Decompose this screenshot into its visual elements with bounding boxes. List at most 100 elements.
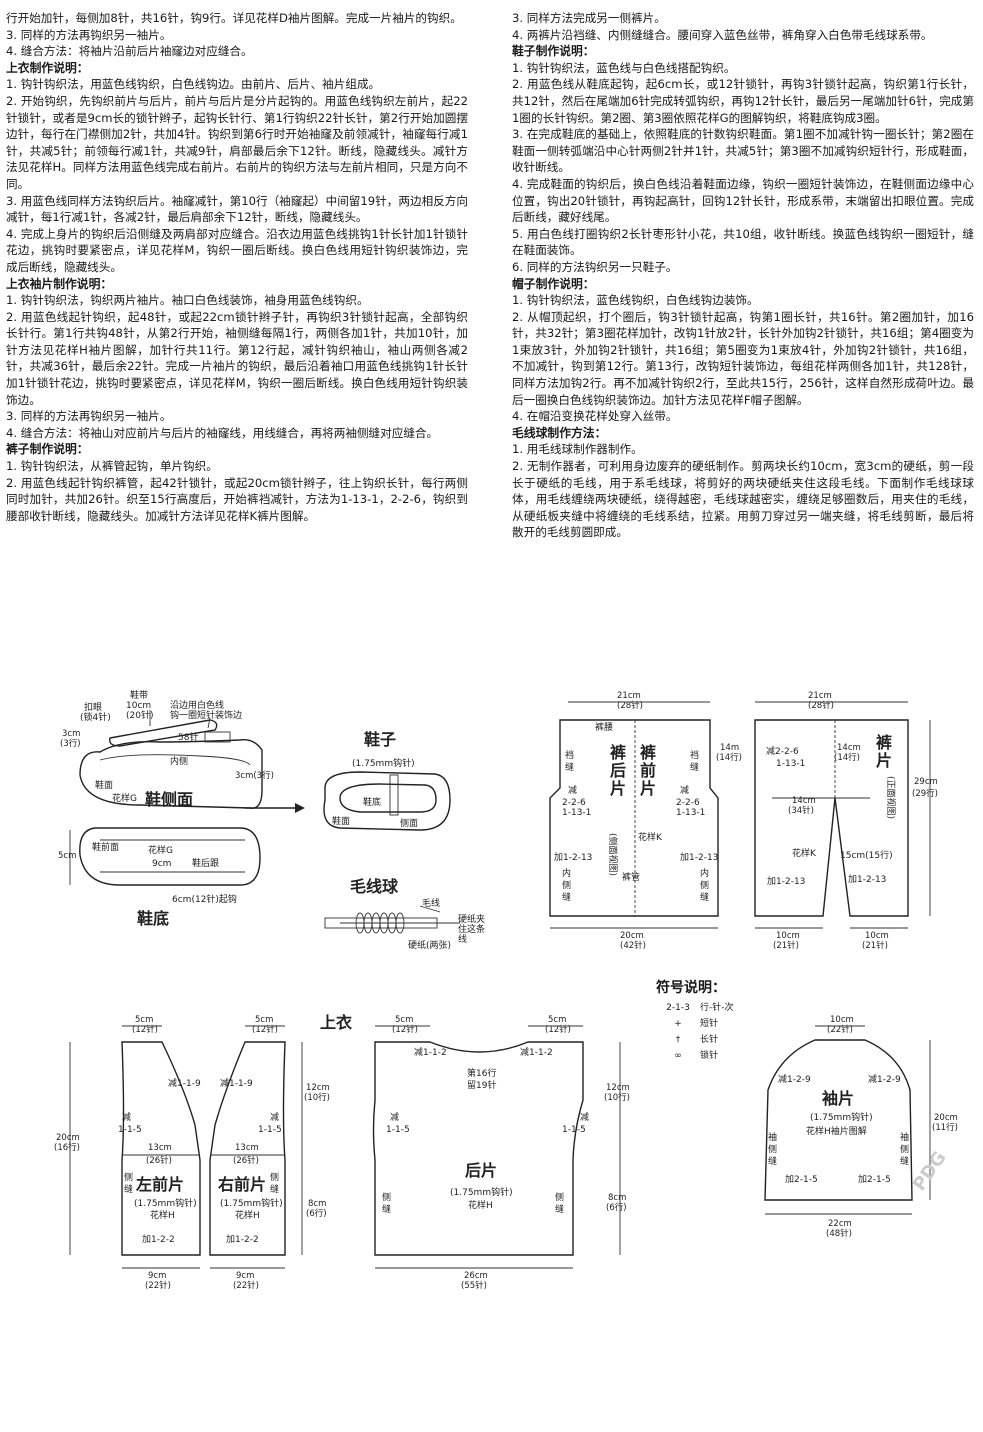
instruction-paragraph: 1. 钩针钩织法，蓝色线钩织，白色线钩边装饰。 <box>512 293 759 308</box>
pants2-mid-st: (34针) <box>788 805 814 816</box>
shoe-side-title: 鞋侧面 <box>145 790 193 809</box>
rf-bottom-st: (22针) <box>233 1280 259 1291</box>
pants-top-st: (28针) <box>617 700 643 711</box>
sleeve-top-st: (22针) <box>827 1024 853 1035</box>
pants2-h14-rows: (14行) <box>834 752 860 763</box>
sleeve-bottom-st: (48针) <box>826 1228 852 1239</box>
back-side-r1: 侧 <box>555 1191 564 1203</box>
pants2-h29: 29cm <box>914 777 938 787</box>
rf-w13s: (26针) <box>233 1155 259 1166</box>
legend-title: 符号说明： <box>656 980 726 996</box>
instruction-paragraph: 2. 无制作器者，可利用身边废弃的硬纸制作。剪两块长约10cm，宽3cm的硬纸，… <box>512 459 974 540</box>
pompom-card-2: 住这条 <box>458 923 485 935</box>
lf-w13: 13cm <box>148 1143 172 1153</box>
back-left-top-dim: 5cm <box>395 1015 413 1025</box>
pants-dec-a-r: 减 <box>680 784 689 796</box>
lf-dec115b: 1-1-5 <box>118 1125 142 1135</box>
pants2-bottom-left-dim: 10cm <box>776 931 800 941</box>
rf-dec119: 减1-1-9 <box>220 1077 253 1089</box>
pants-bottom-dim: 20cm <box>620 931 644 941</box>
legend-row: +短针 <box>656 1016 766 1032</box>
pants-front-title-2: 前 <box>640 761 656 780</box>
rf-bottom-dim: 9cm <box>236 1271 254 1281</box>
back-dec115a: 减 <box>390 1111 399 1123</box>
pants-dec-c: 1-13-1 <box>562 808 591 818</box>
back-dec115b: 1-1-5 <box>386 1125 410 1135</box>
pants-inc-left: 加1-2-13 <box>554 852 592 863</box>
rf-pattern: 花样H <box>235 1209 260 1221</box>
shoe-side-label: 侧面 <box>400 817 418 829</box>
pants-h14-rows: (14行) <box>716 752 742 763</box>
back-side-1: 侧 <box>382 1191 391 1203</box>
section-heading: 上衣袖片制作说明： <box>6 276 113 291</box>
pants2-front-view: (正面视图) <box>885 776 897 819</box>
sole-front-label: 鞋前面 <box>92 841 119 853</box>
back-dec-left: 减1-1-2 <box>414 1046 447 1058</box>
back-side-r2: 缝 <box>555 1203 564 1215</box>
instruction-paragraph: 行开始加针，每侧加8针，共16针，钩9行。详见花样D袖片图解。完成一片袖片的钩织… <box>6 11 462 25</box>
instruction-paragraph: 3. 同样的方法再钩织另一袖片。 <box>6 27 172 42</box>
shoe-strap-dim: 10cm <box>126 701 151 711</box>
pompom-card-1: 硬纸夹 <box>458 913 485 925</box>
pants-pattern-k: 花样K <box>638 831 663 843</box>
lf-bottom-st: (22针) <box>145 1280 171 1291</box>
back-side-2: 缝 <box>382 1203 391 1215</box>
legend-row: †长针 <box>656 1032 766 1048</box>
sleeve-seam-l2: 侧 <box>768 1143 777 1155</box>
section-heading: 毛线球制作方法： <box>512 425 607 440</box>
legend-text: 锁针 <box>700 1051 719 1061</box>
top-title: 上衣 <box>320 1013 352 1032</box>
sleeve-diagram: 10cm (22针) 减1-2-9 减1-2-9 袖片 (1.75mm钩针) 花… <box>764 1015 958 1239</box>
pants2-bottom-right-dim: 10cm <box>865 931 889 941</box>
shoe-sole-label: 鞋底 <box>363 796 381 808</box>
instruction-paragraph: 2. 用蓝色线起针钩织，起48针，或起22cm锁针辫子针，再钩织3针锁针起高，全… <box>6 309 468 407</box>
instructions-left-column: 行开始加针，每侧加8针，共16针，钩9行。详见花样D袖片图解。完成一片袖片的钩织… <box>6 10 468 524</box>
top-diagram: 上衣 5cm (12针) 20cm (16行) 减1-1-9 减 1-1-5 1… <box>54 1013 630 1291</box>
instruction-paragraph: 4. 完成上身片的钩织后沿侧缝及两肩部对应缝合。沿衣边用蓝色线挑钩1针长针加1针… <box>6 226 468 274</box>
shoe-dim-3a-st: (3行) <box>60 738 81 749</box>
rf-side-1: 侧 <box>270 1171 279 1183</box>
lf-dec115a: 减 <box>122 1111 131 1123</box>
pants-crotch-right-2: 缝 <box>690 761 699 773</box>
pants-front-title-1: 裤 <box>640 743 656 762</box>
instruction-paragraph: 4. 两裤片沿裆缝、内侧缝缝合。腰间穿入蓝色丝带，裤角穿入白色带毛线球系带。 <box>512 27 933 42</box>
back-hook: (1.75mm钩针) <box>450 1186 513 1198</box>
pompom-yarn-label: 毛线 <box>422 897 440 909</box>
instruction-paragraph: 1. 钩针钩织法，钩织两片袖片。袖口白色线装饰，袖身用蓝色线钩织。 <box>6 293 369 308</box>
pants-crotch-left-2: 缝 <box>565 761 574 773</box>
sole-title: 鞋底 <box>137 909 169 928</box>
instruction-paragraph: 4. 完成鞋面的钩织后，换白色线沿着鞋面边缘，钩织一圈短针装饰边，在鞋侧面边缘中… <box>512 176 974 225</box>
legend-symbol: † <box>675 1035 681 1045</box>
pants-inseam-r3: 缝 <box>700 891 709 903</box>
right-front-title: 右前片 <box>218 1175 266 1194</box>
sole-heel-label: 鞋后跟 <box>192 857 219 869</box>
pants-crotch-left-1: 裆 <box>565 749 574 761</box>
shoe-face-label: 鞋面 <box>95 779 113 791</box>
shoe-dim-3a: 3cm <box>62 729 80 739</box>
rf-h12: 12cm <box>306 1083 330 1093</box>
back-dec115a-r: 减 <box>580 1111 589 1123</box>
back-bottom-st: (55针) <box>461 1280 487 1291</box>
rf-h8-rows: (6行) <box>306 1208 327 1219</box>
sole-9cm: 9cm <box>152 859 171 869</box>
instruction-paragraph: 1. 用毛线球制作器制作。 <box>512 442 643 457</box>
instruction-paragraph: 3. 同样方法完成另一侧裤片。 <box>512 11 666 25</box>
lf-hook: (1.75mm钩针) <box>134 1197 197 1209</box>
rf-w13: 13cm <box>235 1143 259 1153</box>
section-heading: 鞋子制作说明： <box>512 44 595 59</box>
rf-dec115b: 1-1-5 <box>258 1125 282 1135</box>
section-heading: 上衣制作说明： <box>6 60 89 75</box>
pants2-title-1: 裤 <box>876 733 892 752</box>
instruction-paragraph: 1. 钩针钩织法，用蓝色线钩织，白色线钩边。由前片、后片、袖片组成。 <box>6 77 381 92</box>
pompom-card-bottom: 硬纸(两张) <box>408 939 451 950</box>
rf-side-2: 缝 <box>270 1183 279 1195</box>
pants2-pattern-k: 花样K <box>792 847 817 859</box>
back-pattern: 花样H <box>468 1199 493 1211</box>
pants-front-title-3: 片 <box>640 779 656 798</box>
pants2-mid-dim: 14cm <box>792 796 816 806</box>
shoe-buttonhole-label: 扣眼 <box>84 701 102 713</box>
shoe-strap-st: (20针) <box>126 709 153 721</box>
sleeve-title: 袖片 <box>822 1089 854 1108</box>
rf-inc: 加1-2-2 <box>226 1234 259 1245</box>
